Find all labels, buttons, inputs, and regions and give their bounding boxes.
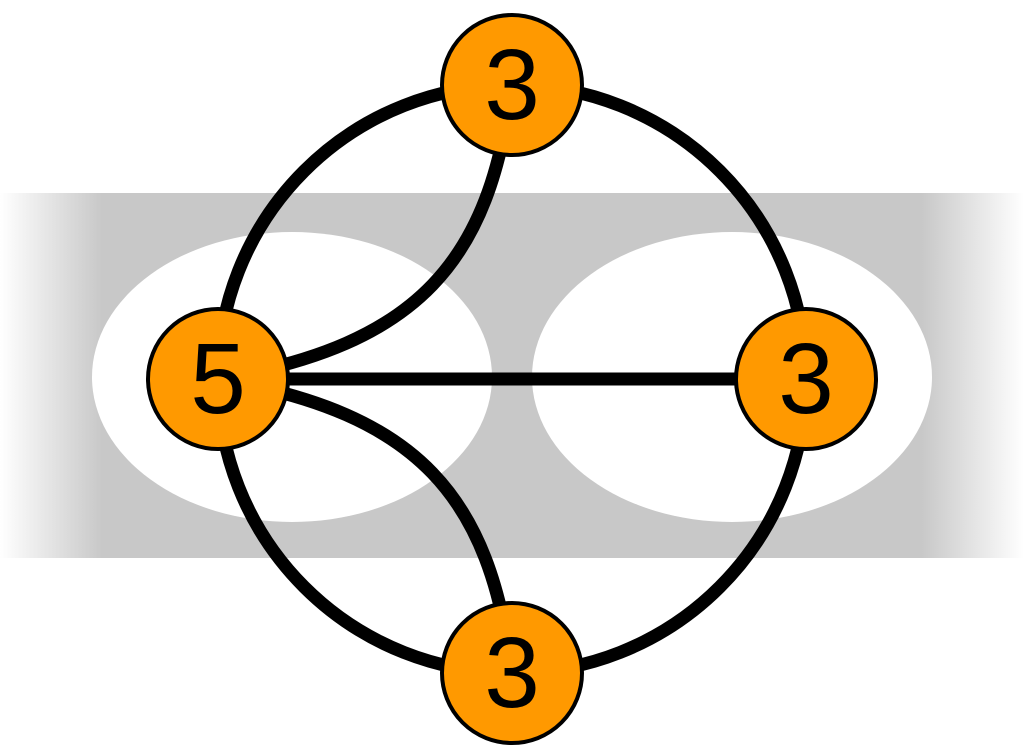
node-left-circle [146,307,290,451]
node-right-label: 3 [778,323,834,435]
node-top: 3 [440,13,584,157]
node-top-circle [440,13,584,157]
node-right-circle [734,307,878,451]
node-bottom-label: 3 [484,617,540,729]
node-left: 5 [146,307,290,451]
node-bottom-circle [440,601,584,745]
node-right: 3 [734,307,878,451]
node-left-label: 5 [190,323,246,435]
edges [211,78,813,680]
node-bottom: 3 [440,601,584,745]
nodes: 3 5 3 3 [146,13,878,745]
node-top-label: 3 [484,29,540,141]
